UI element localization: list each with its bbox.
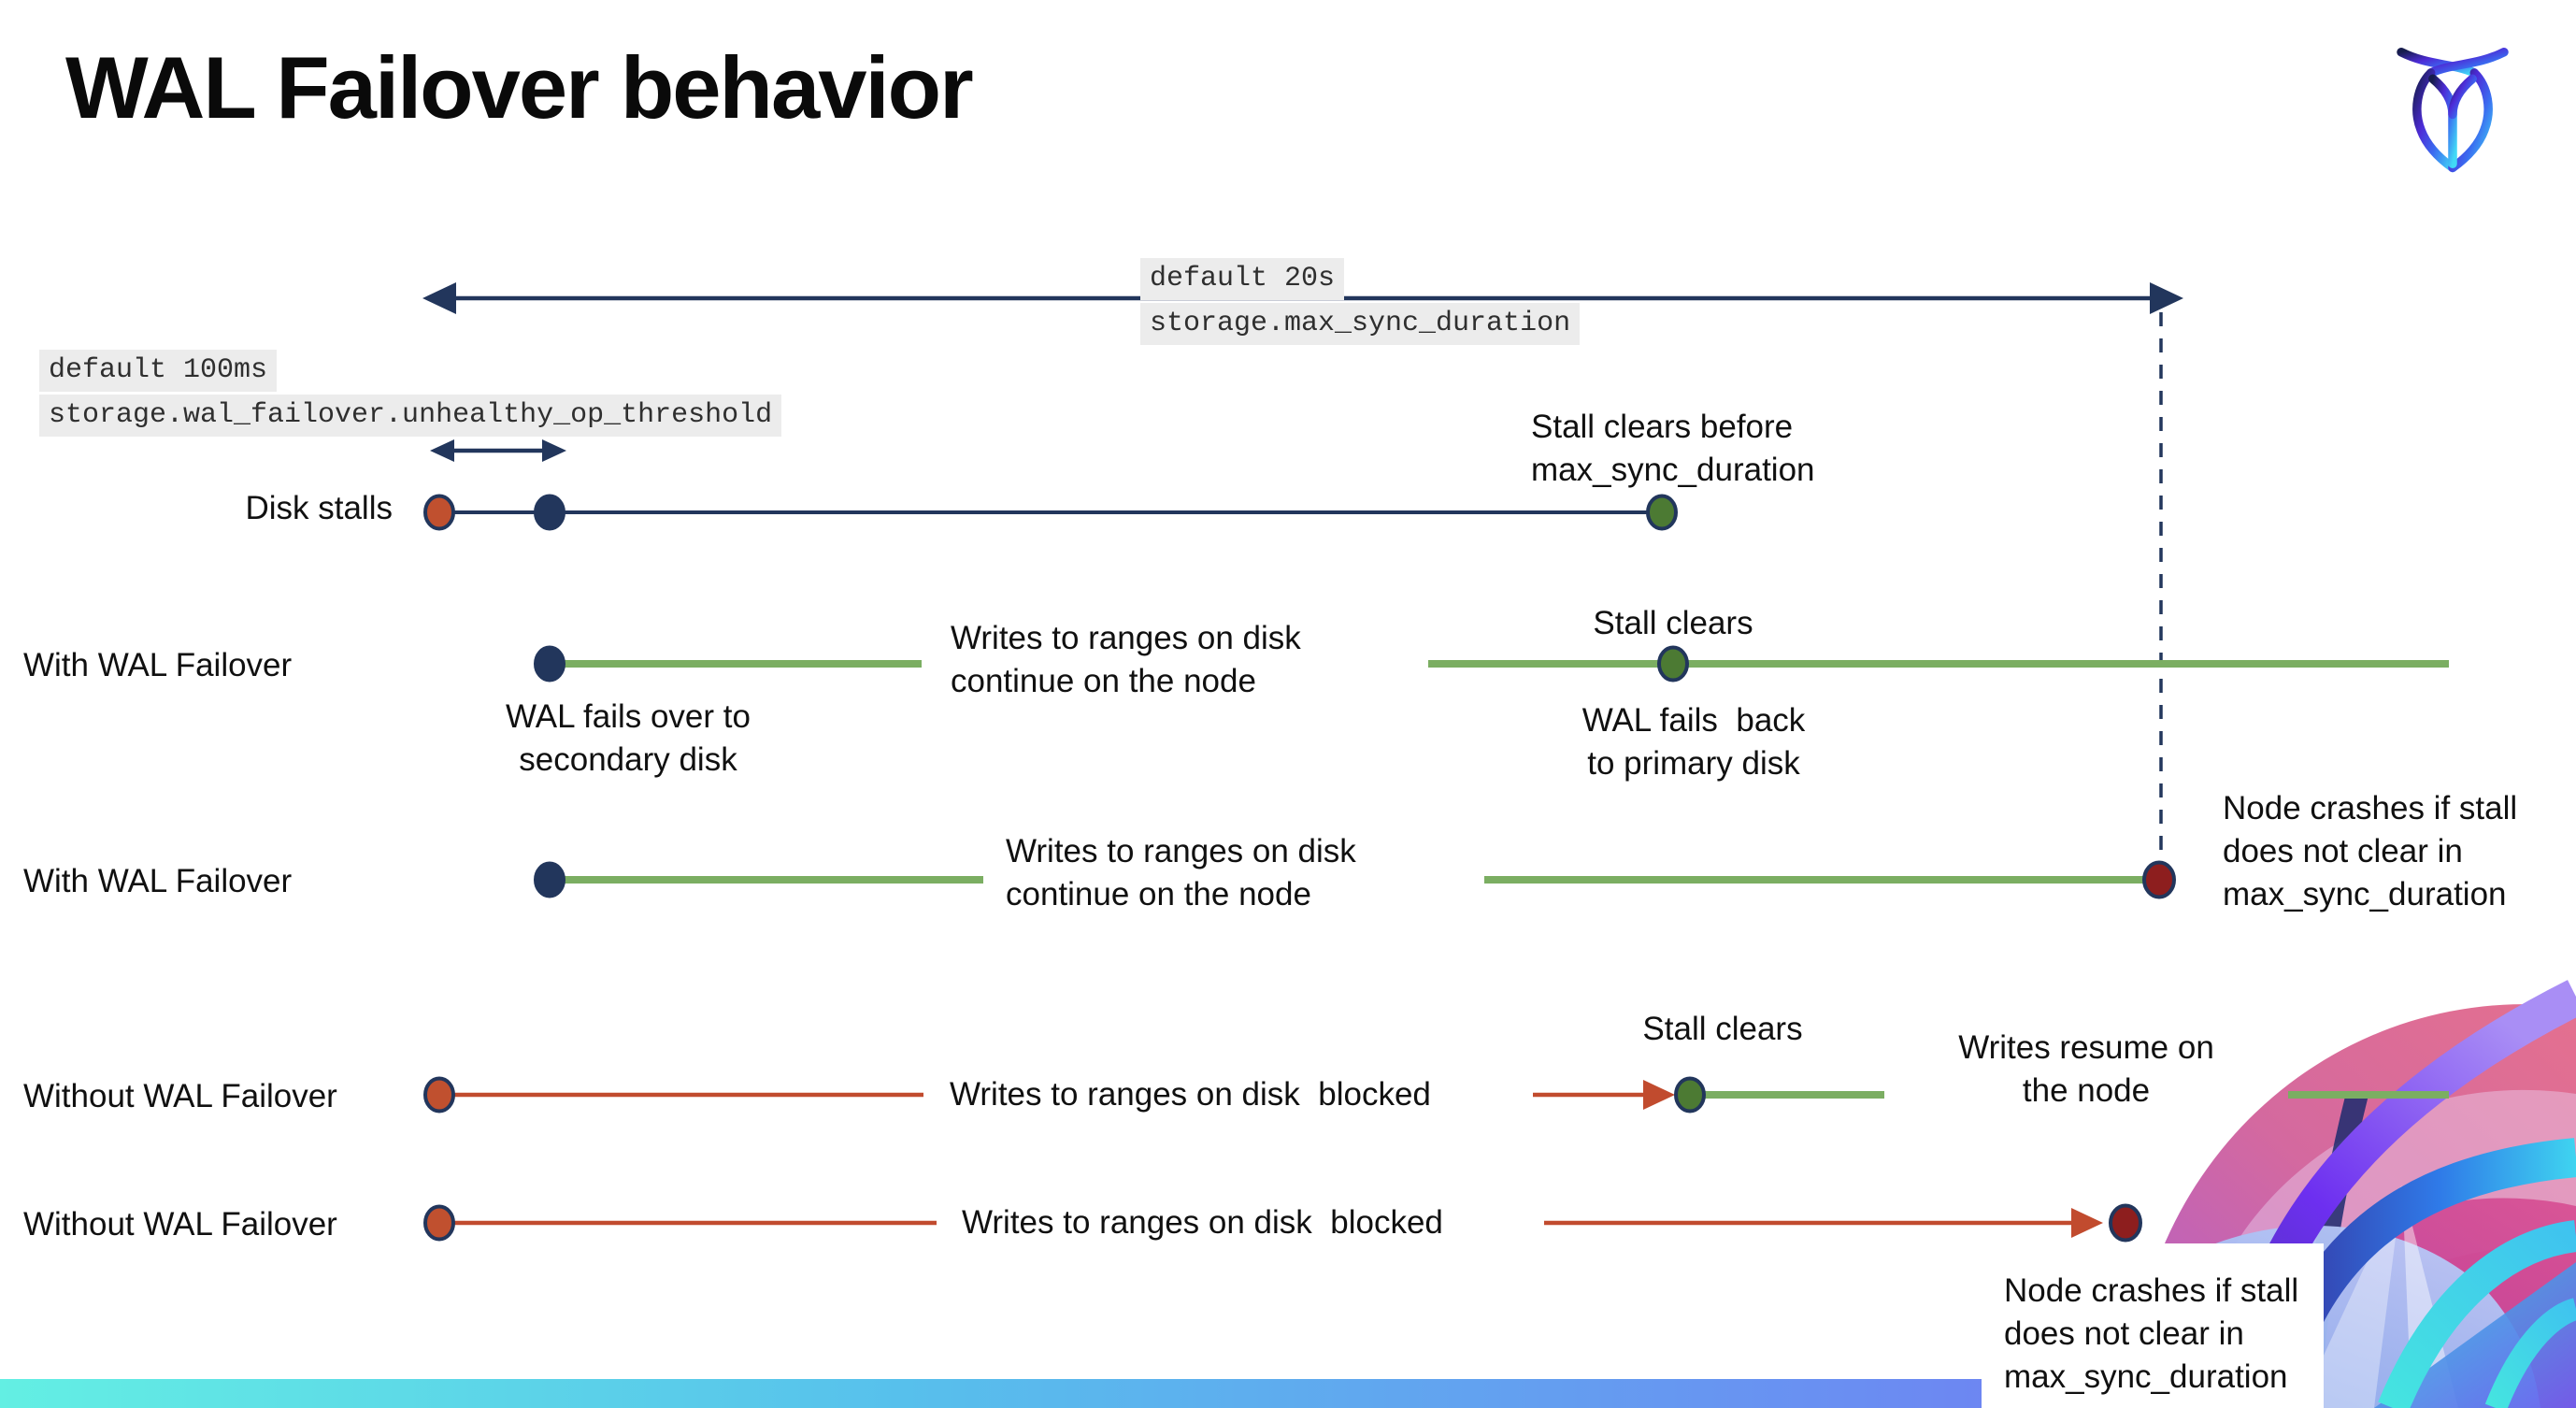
- row2-stall-clears-dot: [1657, 645, 1689, 682]
- stall-clears-1-label: Stall clears: [1593, 605, 1753, 641]
- max-sync-default-label: default 20s: [1140, 258, 1345, 300]
- max-sync-setting: default 20s storage.max_sync_duration: [1140, 258, 1581, 345]
- row3-crash-dot: [2142, 860, 2176, 899]
- writes-blocked-2-label: Writes to ranges on disk blocked: [962, 1204, 1443, 1241]
- unhealthy-op-setting: default 100ms storage.wal_failover.unhea…: [39, 350, 782, 437]
- logo-antenna-left: [2397, 47, 2480, 78]
- row2-label: With WAL Failover: [23, 647, 293, 683]
- max-sync-arrowhead-right: [2150, 282, 2183, 314]
- wal-fails-over-label: WAL fails over to secondary disk: [506, 698, 751, 779]
- row4-label: Without WAL Failover: [23, 1078, 337, 1114]
- row2-failover-dot: [534, 645, 565, 682]
- row5-stall-start-dot: [423, 1204, 455, 1242]
- unhealthy-op-default-label: default 100ms: [39, 350, 278, 392]
- row5-crash-dot: [2109, 1203, 2142, 1243]
- unhealthy-op-setting-name: storage.wal_failover.unhealthy_op_thresh…: [39, 395, 782, 437]
- art-cyan-leg-1: [2378, 1220, 2576, 1408]
- writes-blocked-1-label: Writes to ranges on disk blocked: [950, 1076, 1431, 1113]
- logo-vein-right: [2448, 74, 2477, 120]
- logo-body-left: [2412, 68, 2457, 173]
- max-sync-setting-name: storage.max_sync_duration: [1140, 303, 1581, 345]
- row4-stall-start-dot: [423, 1076, 455, 1113]
- logo-body-right: [2448, 68, 2493, 173]
- row5-red-arrowhead: [2071, 1208, 2103, 1238]
- row3-failover-dot: [534, 861, 565, 898]
- writes-continue-1-label: Writes to ranges on disk continue on the…: [951, 620, 1301, 700]
- node-crashes-2-label: Node crashes if stall does not clear in …: [2004, 1272, 2299, 1396]
- logo-antenna-right: [2426, 47, 2509, 78]
- cockroachdb-logo-icon: [2397, 47, 2509, 173]
- row1-stall-clears-dot: [1646, 494, 1678, 531]
- threshold-arrowhead-left: [430, 439, 454, 462]
- row5-label: Without WAL Failover: [23, 1206, 337, 1243]
- row1-label: Disk stalls: [245, 490, 393, 526]
- node-crash-note-box: Node crashes if stall does not clear in …: [1982, 1243, 2324, 1408]
- row4-red-arrowhead: [1643, 1080, 1675, 1110]
- row1-stall-start-dot: [423, 494, 455, 531]
- writes-continue-2-label: Writes to ranges on disk continue on the…: [1006, 833, 1356, 913]
- threshold-arrowhead-right: [542, 439, 566, 462]
- node-crashes-1-label: Node crashes if stall does not clear in …: [2223, 790, 2518, 913]
- art-cyan-leg-2: [2484, 1298, 2576, 1408]
- writes-resume-label: Writes resume on the node: [1958, 1029, 2214, 1110]
- row4-stall-clears-dot: [1674, 1076, 1706, 1113]
- wal-fails-back-label: WAL fails back to primary disk: [1581, 702, 1806, 783]
- max-sync-arrowhead-left: [422, 282, 456, 314]
- stall-clears-before-label: Stall clears before max_sync_duration: [1531, 409, 1815, 489]
- page-title: WAL Failover behavior: [65, 38, 974, 136]
- row3-label: With WAL Failover: [23, 863, 293, 899]
- stall-clears-2-label: Stall clears: [1642, 1011, 1803, 1047]
- row1-threshold-dot: [534, 494, 565, 531]
